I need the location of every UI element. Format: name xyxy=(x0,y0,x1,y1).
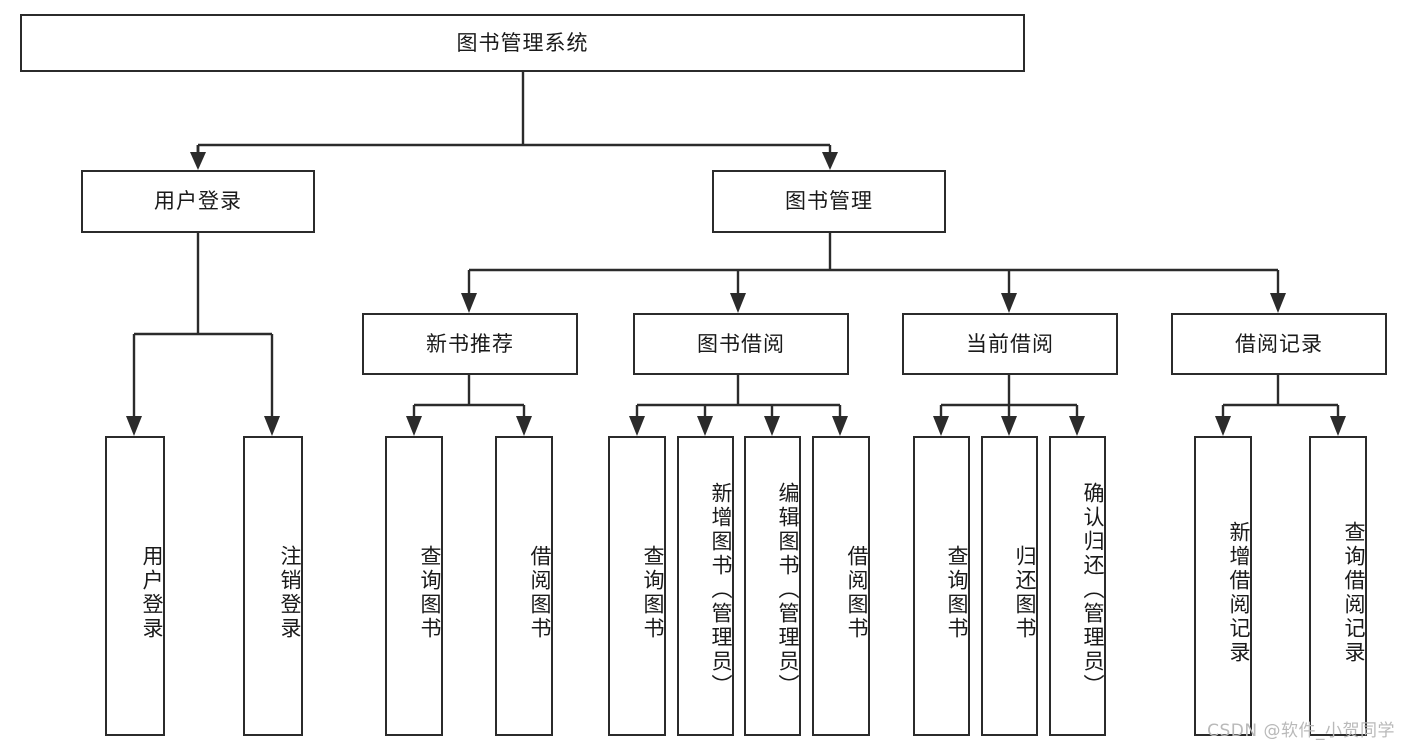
node-leaf-query-record[interactable]: 查询借阅记录 xyxy=(1309,436,1367,736)
node-user-login-label: 用户登录 xyxy=(154,189,242,214)
node-book-manage[interactable]: 图书管理 xyxy=(712,170,946,233)
node-current-borrow-label: 当前借阅 xyxy=(966,331,1054,356)
node-root-label: 图书管理系统 xyxy=(456,30,589,55)
node-leaf-query-book-3-label: 查询图书 xyxy=(945,545,969,641)
node-new-book-recommend-label: 新书推荐 xyxy=(426,331,514,356)
node-leaf-confirm-return[interactable]: 确认归还（管理员） xyxy=(1049,436,1106,736)
node-leaf-user-logout[interactable]: 注销登录 xyxy=(243,436,303,736)
node-borrow-record[interactable]: 借阅记录 xyxy=(1171,313,1387,375)
node-book-borrow-label: 图书借阅 xyxy=(697,331,785,356)
node-leaf-query-record-label: 查询借阅记录 xyxy=(1342,521,1366,665)
node-leaf-add-book-label: 新增图书（管理员） xyxy=(709,482,733,698)
node-borrow-record-label: 借阅记录 xyxy=(1235,331,1323,356)
node-leaf-add-book[interactable]: 新增图书（管理员） xyxy=(677,436,734,736)
node-leaf-borrow-book-1-label: 借阅图书 xyxy=(528,545,552,641)
node-current-borrow[interactable]: 当前借阅 xyxy=(902,313,1118,375)
node-leaf-user-logout-label: 注销登录 xyxy=(278,545,302,641)
node-leaf-borrow-book-2[interactable]: 借阅图书 xyxy=(812,436,870,736)
node-leaf-add-record-label: 新增借阅记录 xyxy=(1227,521,1251,665)
node-leaf-borrow-book-2-label: 借阅图书 xyxy=(845,545,869,641)
node-leaf-query-book-2[interactable]: 查询图书 xyxy=(608,436,666,736)
node-leaf-add-record[interactable]: 新增借阅记录 xyxy=(1194,436,1252,736)
node-root[interactable]: 图书管理系统 xyxy=(20,14,1025,72)
node-leaf-query-book-3[interactable]: 查询图书 xyxy=(913,436,970,736)
node-new-book-recommend[interactable]: 新书推荐 xyxy=(362,313,578,375)
node-user-login[interactable]: 用户登录 xyxy=(81,170,315,233)
node-leaf-edit-book-label: 编辑图书（管理员） xyxy=(776,482,800,698)
node-leaf-return-book-label: 归还图书 xyxy=(1013,545,1037,641)
node-book-borrow[interactable]: 图书借阅 xyxy=(633,313,849,375)
node-leaf-confirm-return-label: 确认归还（管理员） xyxy=(1081,482,1105,698)
node-leaf-borrow-book-1[interactable]: 借阅图书 xyxy=(495,436,553,736)
node-leaf-query-book-2-label: 查询图书 xyxy=(641,545,665,641)
node-leaf-query-book-1-label: 查询图书 xyxy=(418,545,442,641)
node-book-manage-label: 图书管理 xyxy=(785,189,873,214)
node-leaf-edit-book[interactable]: 编辑图书（管理员） xyxy=(744,436,801,736)
node-leaf-return-book[interactable]: 归还图书 xyxy=(981,436,1038,736)
node-leaf-user-login-label: 用户登录 xyxy=(140,545,164,641)
node-leaf-query-book-1[interactable]: 查询图书 xyxy=(385,436,443,736)
node-leaf-user-login[interactable]: 用户登录 xyxy=(105,436,165,736)
